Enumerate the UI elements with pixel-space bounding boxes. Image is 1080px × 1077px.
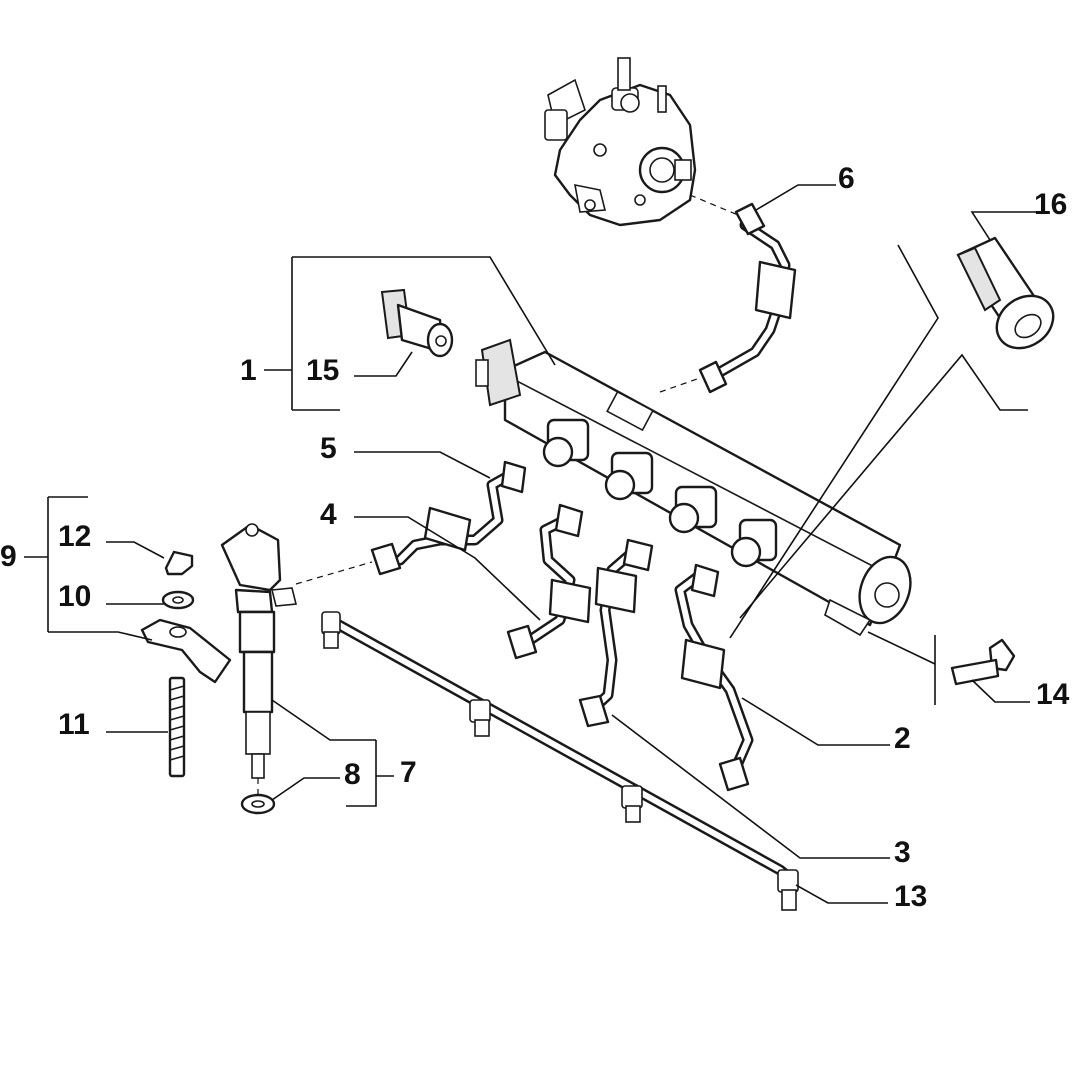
callout-6: 6 — [838, 162, 855, 195]
delivery-pipe-5 — [370, 460, 527, 576]
callout-16: 16 — [1034, 188, 1067, 221]
callout-10: 10 — [58, 580, 91, 613]
callout-numbers: 1 2 3 4 5 6 7 8 9 10 11 12 13 14 15 16 — [0, 162, 1070, 913]
high-pressure-pump — [544, 57, 697, 227]
leader-lines — [24, 184, 1044, 904]
callout-15: 15 — [306, 354, 339, 387]
callout-14: 14 — [1036, 678, 1070, 711]
callout-5: 5 — [320, 432, 337, 465]
copper-washer — [240, 793, 276, 815]
callout-9: 9 — [0, 540, 17, 573]
callout-2: 2 — [894, 722, 911, 755]
callout-11: 11 — [58, 708, 90, 741]
delivery-pipe-4 — [506, 503, 592, 660]
mounting-bolt — [950, 638, 1016, 686]
callout-7: 7 — [400, 756, 417, 789]
protective-cap — [956, 236, 1055, 350]
fuel-rail — [475, 338, 912, 637]
delivery-pipe-3 — [578, 538, 654, 728]
callout-4: 4 — [320, 498, 337, 531]
leak-off-rail — [321, 611, 799, 911]
callout-8: 8 — [344, 758, 361, 791]
injector — [220, 523, 298, 779]
pipe-pump-to-rail — [698, 202, 797, 394]
dashed-connection-lines — [257, 194, 739, 795]
delivery-pipe-2 — [674, 563, 754, 792]
callout-1: 1 — [240, 354, 257, 387]
callout-12: 12 — [58, 520, 91, 553]
callout-13: 13 — [894, 880, 927, 913]
callout-3: 3 — [894, 836, 911, 869]
rail-pressure-sensor — [380, 288, 454, 358]
injector-clamp-set — [140, 550, 232, 778]
